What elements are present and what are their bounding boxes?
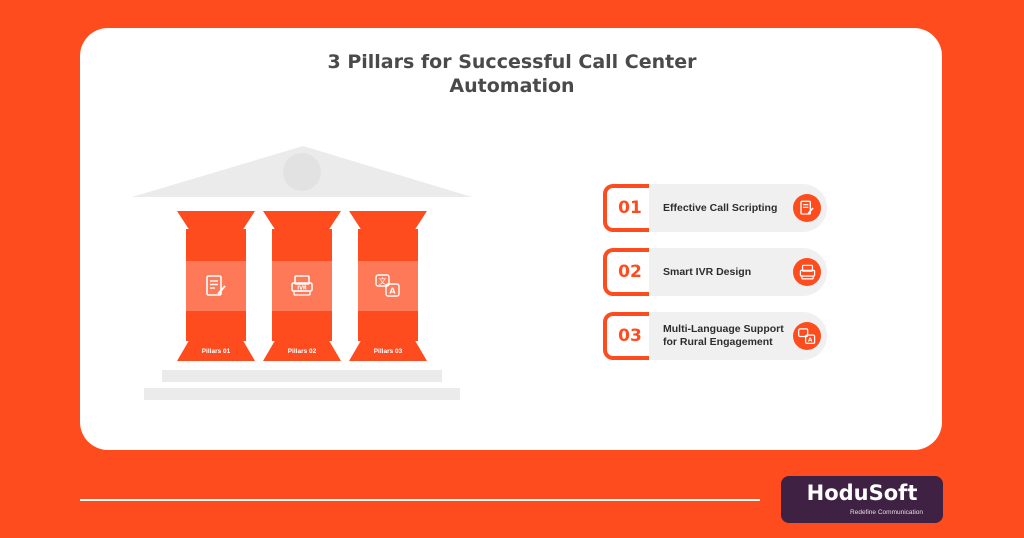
item-label: Multi-Language Support for Rural Engagem… <box>663 323 784 348</box>
pillar-2: IVR <box>272 229 332 341</box>
item-label: Smart IVR Design <box>663 265 752 278</box>
pillar-1-capital <box>177 211 255 229</box>
footer-divider <box>80 499 760 501</box>
brand-tagline: Redefine Communication <box>850 509 923 516</box>
script-document-icon <box>800 200 814 215</box>
pillar-2-label: Pillars 02 <box>287 347 317 355</box>
item-number: 03 <box>603 312 653 360</box>
title-line-1: 3 Pillars for Successful Call Center <box>327 51 697 73</box>
pillar-3-capital <box>349 211 427 229</box>
pillar-2-base: Pillars 02 <box>263 341 341 361</box>
pillar-3-band: 文 A <box>358 261 418 311</box>
svg-text:IVR: IVR <box>297 286 307 292</box>
brand-logo: HoduSoft Redefine Communication <box>781 476 943 523</box>
svg-text:A: A <box>808 337 813 343</box>
roof-emblem <box>283 153 321 191</box>
translate-icon: 文 A <box>375 274 400 297</box>
item-icon-badge <box>793 194 821 222</box>
pillar-3-base: Pillars 03 <box>349 341 427 361</box>
item-number: 01 <box>603 184 653 232</box>
title-line-2: Automation <box>449 75 575 97</box>
item-number: 02 <box>603 248 653 296</box>
pillar-1-label: Pillars 01 <box>201 347 231 355</box>
item-icon-badge <box>793 258 821 286</box>
item-label: Effective Call Scripting <box>663 201 778 214</box>
pillar-1-band <box>186 261 246 311</box>
pillar-3: 文 A <box>358 229 418 341</box>
list-item-3: 03 Multi-Language Support for Rural Enga… <box>603 312 827 360</box>
script-document-icon <box>206 275 226 296</box>
pillar-1 <box>186 229 246 341</box>
ivr-device-icon: IVR <box>291 275 313 296</box>
list-item-2: 02 Smart IVR Design <box>603 248 827 296</box>
pillar-1-base: Pillars 01 <box>177 341 255 361</box>
temple-step-lower <box>144 388 460 400</box>
page-title: 3 Pillars for Successful Call Center Aut… <box>0 50 1024 98</box>
list-item-1: 01 Effective Call Scripting <box>603 184 827 232</box>
item-icon-badge: A <box>793 322 821 350</box>
brand-name: HoduSoft <box>806 481 918 505</box>
pillar-2-band: IVR <box>272 261 332 311</box>
temple-step-upper <box>162 370 442 382</box>
translate-icon: A <box>798 327 816 344</box>
pillar-2-capital <box>263 211 341 229</box>
pillar-3-label: Pillars 03 <box>373 347 403 355</box>
svg-text:文: 文 <box>379 276 387 286</box>
ivr-device-icon <box>799 264 815 279</box>
svg-text:A: A <box>389 287 396 296</box>
